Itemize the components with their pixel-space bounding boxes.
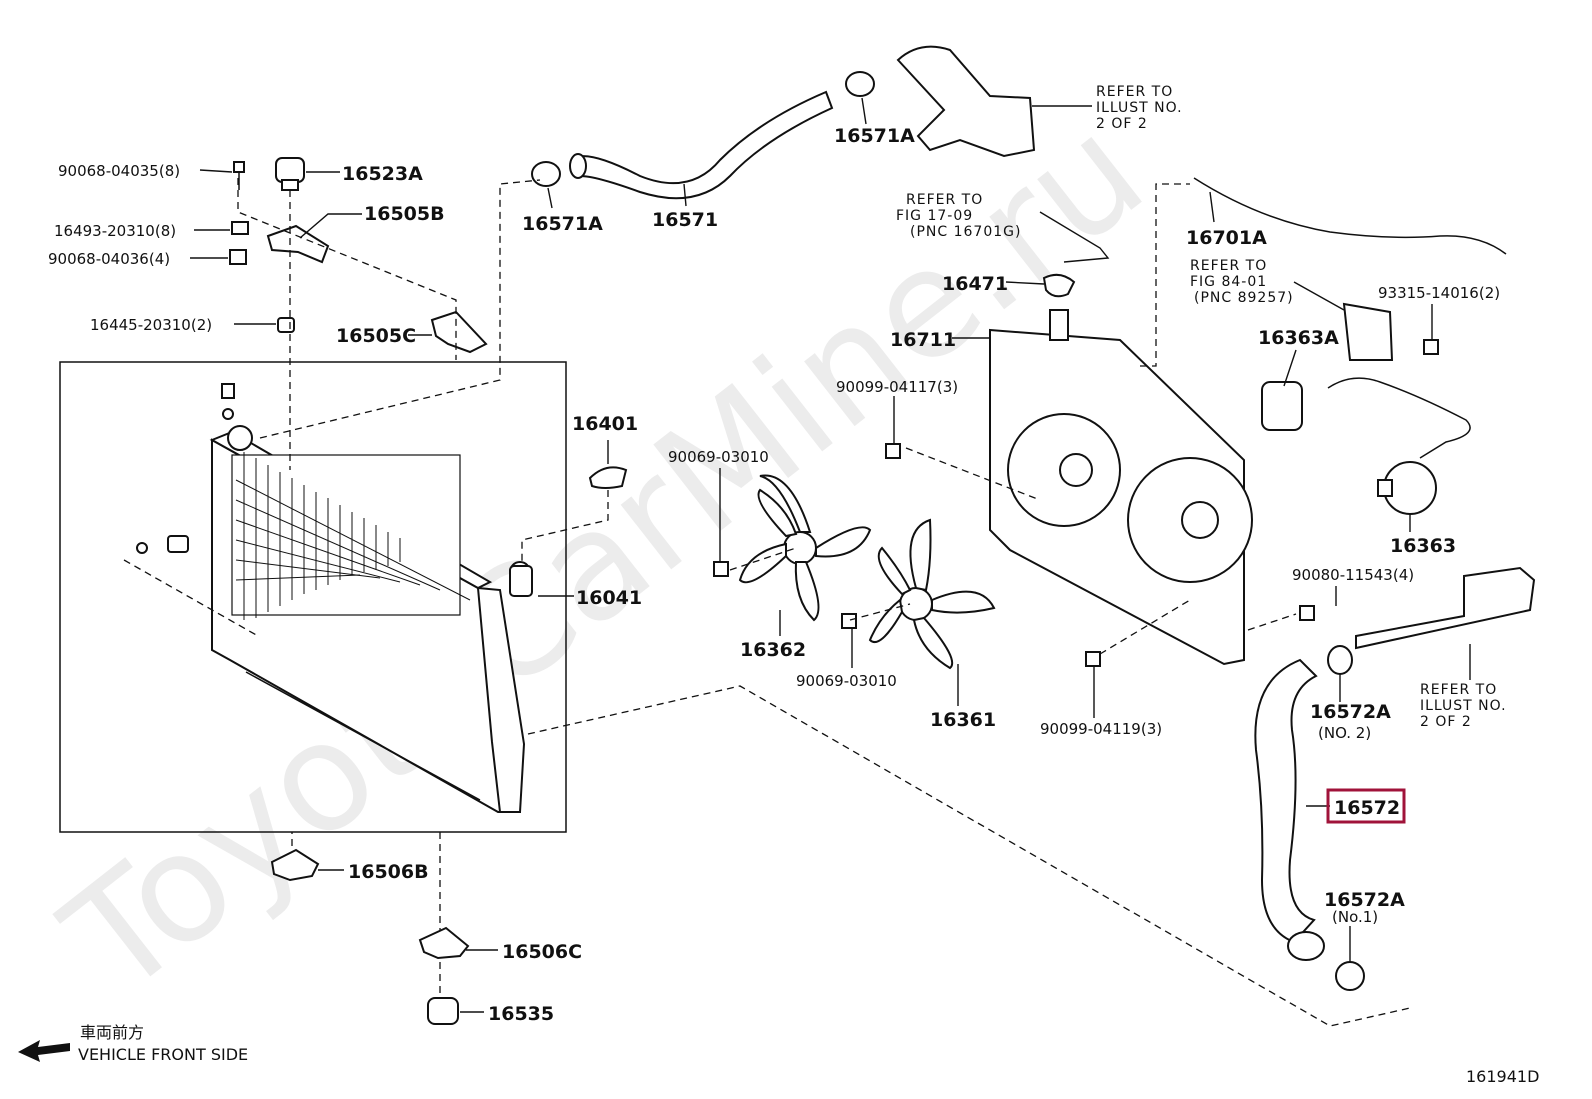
- bolt-90068-04036-icon: [229, 249, 247, 265]
- label-90068-04035[interactable]: 90068-04035(8): [58, 162, 180, 180]
- highlight-box-16572: [1326, 788, 1406, 824]
- drain-plug-icon: [136, 535, 189, 554]
- fan-16362[interactable]: [738, 474, 872, 622]
- bolt-90099-04117-icon: [885, 443, 901, 459]
- label-16572[interactable]: 16572: [1334, 797, 1400, 819]
- radiator-assembly-frame: [59, 361, 567, 833]
- label-90069-03010-b[interactable]: 90069-03010: [796, 672, 897, 690]
- hose-16701A-icon: [1193, 177, 1507, 255]
- svg-text:2 OF 2: 2 OF 2: [1420, 714, 1472, 730]
- label-16445-20310[interactable]: 16445-20310(2): [90, 316, 212, 334]
- leader-lines: [190, 97, 1471, 1013]
- svg-text:FIG 17-09: FIG 17-09: [896, 208, 973, 224]
- ref-illust-right[interactable]: REFER TO ILLUST NO. 2 OF 2: [1420, 682, 1507, 730]
- cushion-16445-icon: [277, 317, 295, 333]
- bracket-16505B-icon: [266, 224, 330, 264]
- label-16572A-no2[interactable]: 16572A: [1310, 701, 1391, 723]
- fan-motor-16363A[interactable]: [1261, 302, 1394, 431]
- label-90099-04117[interactable]: 90099-04117(3): [836, 378, 958, 396]
- orientation-english: VEHICLE FRONT SIDE: [78, 1045, 248, 1064]
- upper-hose-16571[interactable]: [569, 90, 834, 200]
- cap-16401-icon: [588, 466, 628, 489]
- label-16701A[interactable]: 16701A: [1186, 227, 1267, 249]
- bolt-90080-icon: [1299, 605, 1315, 621]
- svg-text:REFER TO: REFER TO: [1096, 84, 1173, 100]
- label-93315-14016[interactable]: 93315-14016(2): [1378, 284, 1500, 302]
- svg-text:(PNC 89257): (PNC 89257): [1194, 290, 1294, 306]
- label-16571A-right[interactable]: 16571A: [834, 125, 915, 147]
- clamp-16571A-right-icon: [845, 71, 875, 97]
- fan-motor-16363[interactable]: [1377, 461, 1437, 515]
- svg-text:2 OF 2: 2 OF 2: [1096, 116, 1148, 132]
- label-16711[interactable]: 16711: [890, 329, 956, 351]
- cap-16471-icon: [1042, 273, 1076, 298]
- diagram-code: 161941D: [1466, 1067, 1539, 1086]
- wire-harness-icon: [1327, 377, 1471, 459]
- label-16571A-left[interactable]: 16571A: [522, 213, 603, 235]
- svg-text:REFER TO: REFER TO: [1190, 258, 1267, 274]
- label-16361[interactable]: 16361: [930, 709, 996, 731]
- label-16571[interactable]: 16571: [652, 209, 718, 231]
- radiator-cap-fitting-icon: [221, 383, 253, 451]
- bolt-90099-04119-icon: [1085, 651, 1101, 667]
- clamp-16572A-no1-icon: [1335, 961, 1365, 991]
- svg-text:ILLUST NO.: ILLUST NO.: [1096, 100, 1183, 116]
- nut-90069-03010-icons: [713, 561, 857, 629]
- label-90080-11543[interactable]: 90080-11543(4): [1292, 566, 1414, 584]
- svg-text:REFER TO: REFER TO: [906, 192, 983, 208]
- svg-text:ILLUST NO.: ILLUST NO.: [1420, 698, 1507, 714]
- label-16505C[interactable]: 16505C: [336, 325, 416, 347]
- label-16363A[interactable]: 16363A: [1258, 327, 1339, 349]
- label-16493-20310[interactable]: 16493-20310(8): [54, 222, 176, 240]
- svg-text:(PNC 16701G): (PNC 16701G): [910, 224, 1021, 240]
- ref-fig-84-01[interactable]: REFER TO FIG 84-01 (PNC 89257): [1190, 258, 1294, 306]
- label-16363[interactable]: 16363: [1390, 535, 1456, 557]
- label-16505B[interactable]: 16505B: [364, 203, 445, 225]
- label-16523A[interactable]: 16523A: [342, 163, 423, 185]
- label-16362[interactable]: 16362: [740, 639, 806, 661]
- bolt-90068-04035-icon: [233, 161, 245, 190]
- bracket-16506C-icon: [418, 926, 470, 960]
- clamp-16571A-left-icon: [531, 161, 561, 187]
- fan-16361[interactable]: [868, 518, 996, 670]
- bracket-16506B-icon: [270, 848, 320, 882]
- label-90068-04036[interactable]: 90068-04036(4): [48, 250, 170, 268]
- clip-16493-icon: [231, 221, 249, 235]
- dashed-reference-lines: [123, 178, 1411, 1027]
- water-pipe-icon: [1355, 566, 1536, 650]
- label-90069-03010-a[interactable]: 90069-03010: [668, 448, 769, 466]
- shroud-16711[interactable]: [989, 309, 1253, 666]
- ref-illust-top[interactable]: REFER TO ILLUST NO. 2 OF 2: [1096, 84, 1183, 132]
- label-16471[interactable]: 16471: [942, 273, 1008, 295]
- label-16506B[interactable]: 16506B: [348, 861, 429, 883]
- ref-fig-17-09[interactable]: REFER TO FIG 17-09 (PNC 16701G): [896, 192, 1021, 240]
- label-16572A-no2-sub: (NO. 2): [1318, 724, 1371, 742]
- cushion-16535-icon: [427, 997, 459, 1025]
- label-16041[interactable]: 16041: [576, 587, 642, 609]
- svg-text:FIG 84-01: FIG 84-01: [1190, 274, 1267, 290]
- orientation-japanese: 車両前方: [80, 1023, 144, 1042]
- cushion-16523A-icon: [275, 157, 305, 191]
- bracket-16505C-icon: [430, 310, 488, 354]
- front-arrow-icon: [18, 1040, 70, 1062]
- lower-hose-16572[interactable]: [1254, 658, 1325, 961]
- radiator-16041[interactable]: [209, 430, 533, 813]
- label-90099-04119[interactable]: 90099-04119(3): [1040, 720, 1162, 738]
- label-16535[interactable]: 16535: [488, 1003, 554, 1025]
- label-16572A-no1[interactable]: 16572A: [1324, 889, 1405, 911]
- label-16506C[interactable]: 16506C: [502, 941, 582, 963]
- clamp-16572A-no2-icon: [1327, 645, 1353, 675]
- label-16572A-no1-sub: (No.1): [1332, 908, 1378, 926]
- water-outlet-icon: [896, 45, 1036, 158]
- label-16401[interactable]: 16401: [572, 413, 638, 435]
- bolt-93315-icon: [1423, 339, 1439, 355]
- svg-text:REFER TO: REFER TO: [1420, 682, 1497, 698]
